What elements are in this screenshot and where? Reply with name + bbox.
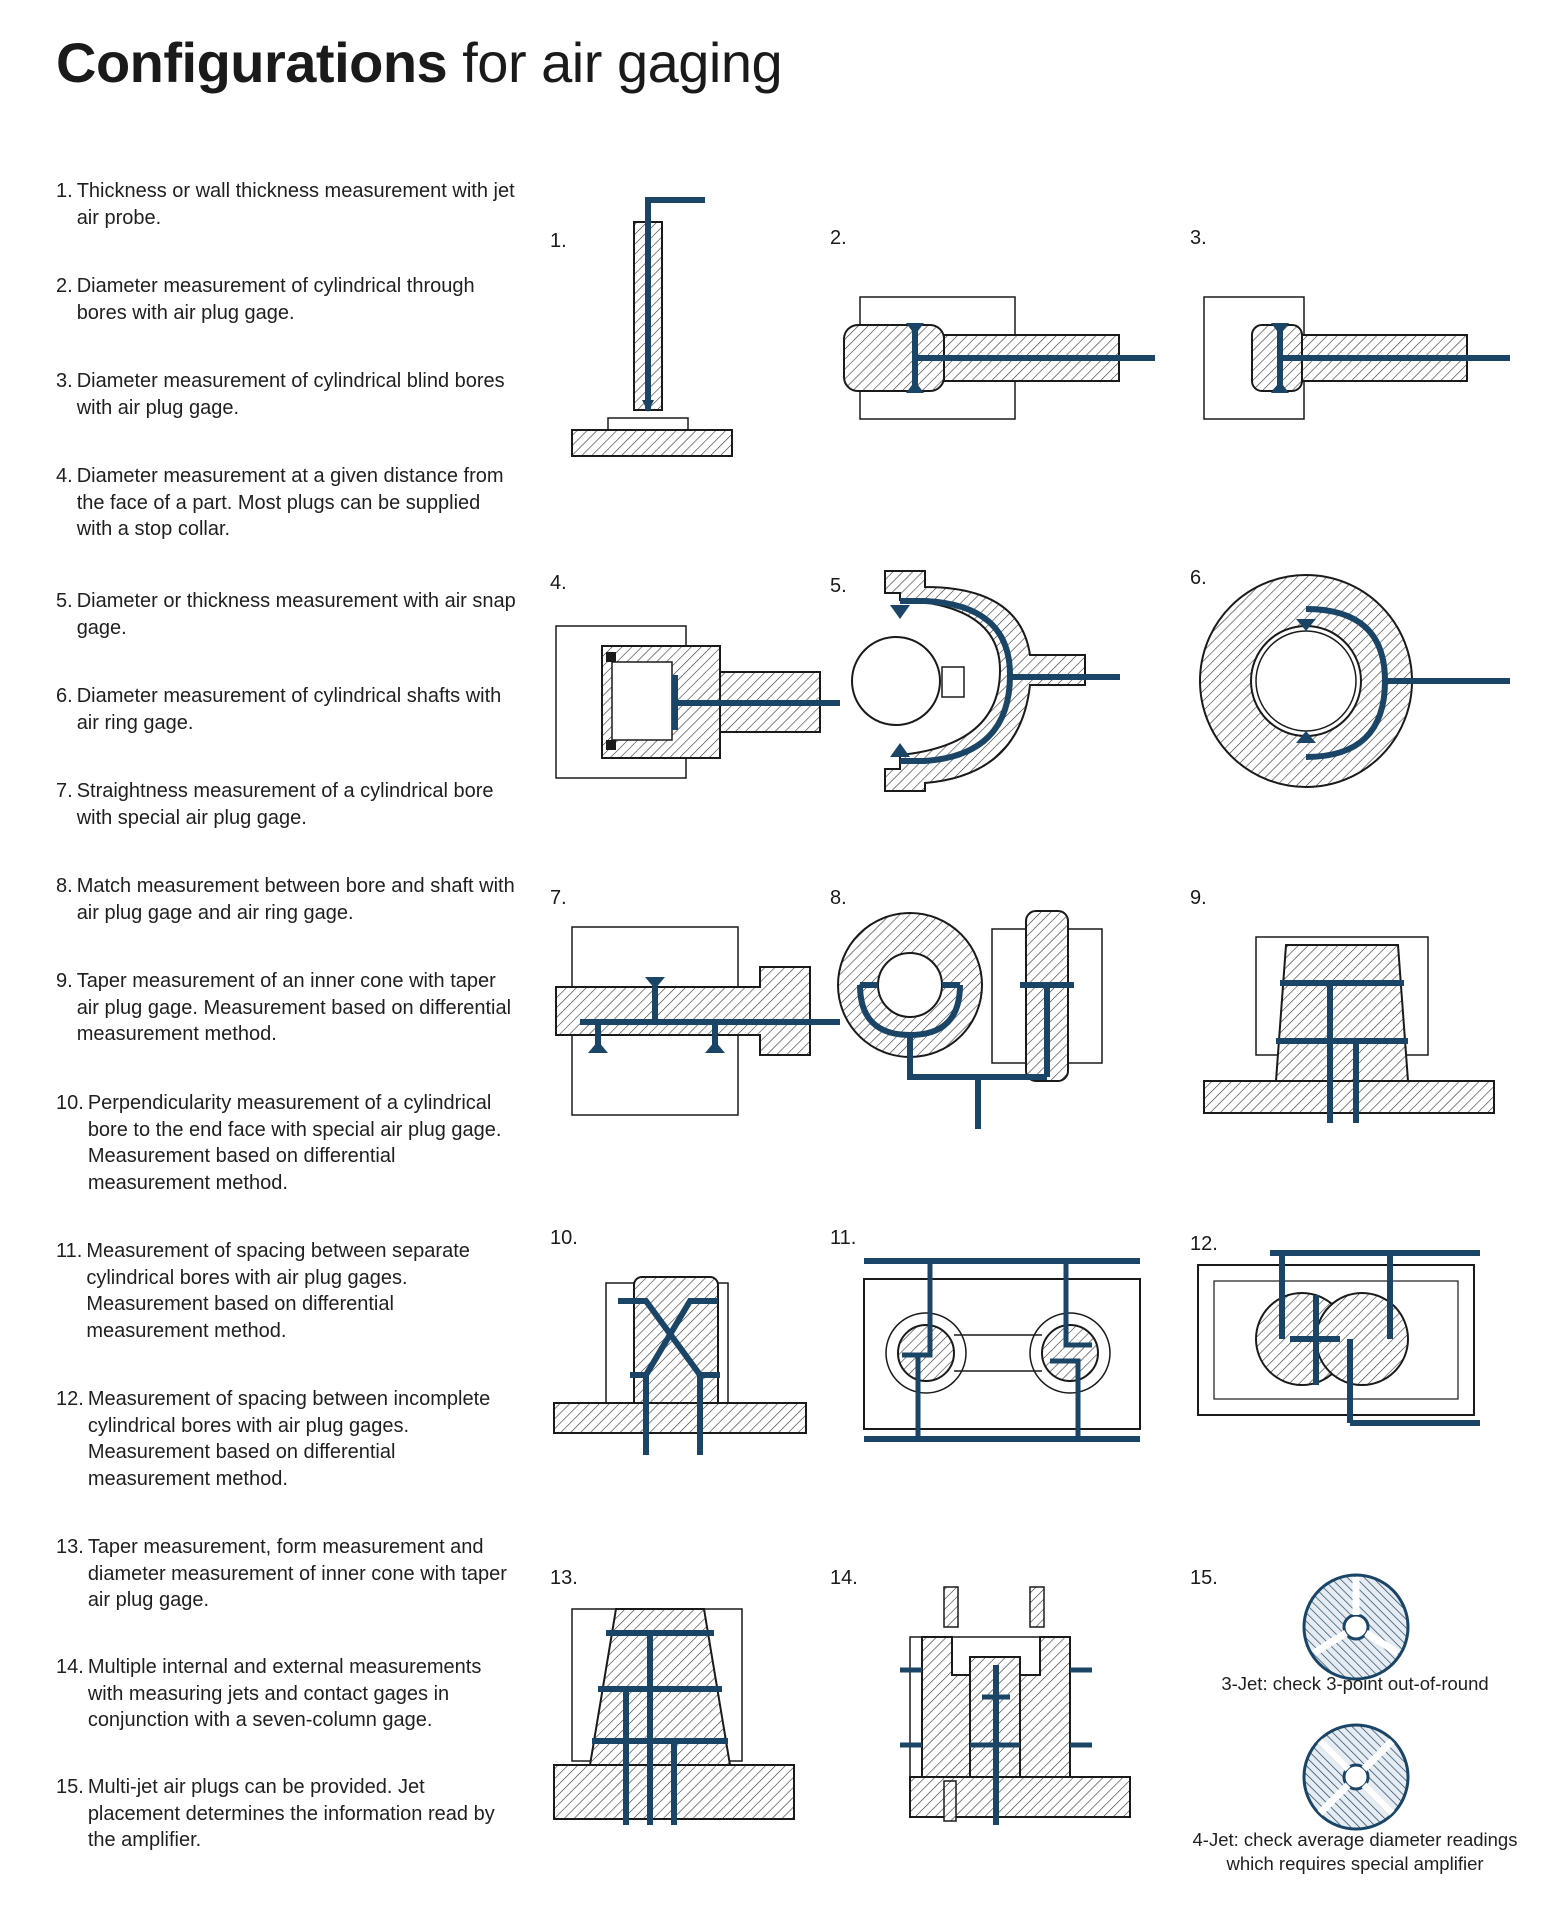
taper-form-plug-diagram <box>553 1608 795 1825</box>
description-number: 3. <box>56 370 73 392</box>
description-text: Thickness or wall thickness measurement … <box>76 180 515 229</box>
description-number: 7. <box>56 780 73 802</box>
page-title: Configurations for air gaging <box>56 30 783 95</box>
description-number: 9. <box>56 970 73 992</box>
description-text: Diameter measurement of cylindrical shaf… <box>76 685 502 734</box>
figure-7: 7. <box>550 885 880 1185</box>
description-text: Taper measurement of an inner cone with … <box>76 970 512 1045</box>
figure-5: 5. <box>830 565 1160 865</box>
figure-number: 4. <box>550 572 567 594</box>
figure-number: 3. <box>1190 227 1207 249</box>
figure-14: 14. <box>830 1565 1160 1865</box>
description-text: Match measurement between bore and shaft… <box>76 875 515 924</box>
figure-number: 11. <box>830 1227 857 1249</box>
description-text: Straightness measurement of a cylindrica… <box>76 780 494 829</box>
figure-number: 5. <box>830 575 847 597</box>
figure-3: 3. <box>1190 225 1520 525</box>
figure-number: 1. <box>550 230 567 252</box>
stop-collar-plug-diagram <box>555 625 840 779</box>
description-number: 6. <box>56 685 73 707</box>
figure-number: 2. <box>830 227 847 249</box>
three-jet-caption: 3-Jet: check 3-point out-of-round <box>1221 1673 1489 1694</box>
match-measurement-diagram <box>837 910 1103 1129</box>
figure-number: 7. <box>550 887 567 909</box>
description-item-12: 12.Measurement of spacing between incomp… <box>56 1386 516 1492</box>
four-jet-caption: 4-Jet: check average diameter readings w… <box>1192 1829 1518 1874</box>
description-item-8: 8.Match measurement between bore and sha… <box>56 873 516 926</box>
description-text: Multiple internal and external measureme… <box>87 1656 482 1731</box>
description-item-3: 3.Diameter measurement of cylindrical bl… <box>56 368 516 421</box>
description-text: Measurement of spacing between separate … <box>86 1240 470 1342</box>
description-item-5: 5.Diameter or thickness measurement with… <box>56 588 516 641</box>
description-text: Taper measurement, form measurement and … <box>87 1536 507 1611</box>
separate-bores-spacing-diagram <box>863 1258 1141 1442</box>
figure-12: 12. <box>1190 1225 1520 1525</box>
multiple-measurements-diagram <box>900 1586 1131 1825</box>
figure-number: 14. <box>830 1567 858 1589</box>
straightness-plug-diagram <box>555 926 840 1116</box>
figure-number: 8. <box>830 887 847 909</box>
figure-9: 9. <box>1190 885 1520 1185</box>
description-item-9: 9.Taper measurement of an inner cone wit… <box>56 968 516 1048</box>
perpendicularity-plug-diagram <box>553 1276 807 1455</box>
description-number: 15. <box>56 1776 84 1798</box>
description-number: 8. <box>56 875 73 897</box>
description-item-14: 14.Multiple internal and external measur… <box>56 1654 516 1734</box>
figure-number: 9. <box>1190 887 1207 909</box>
figure-11: 11. <box>830 1225 1160 1525</box>
description-number: 10. <box>56 1092 84 1114</box>
figure-number: 12. <box>1190 1233 1218 1255</box>
description-text: Diameter measurement of cylindrical thro… <box>76 275 475 324</box>
figure-4: 4. <box>550 570 880 870</box>
description-number: 1. <box>56 180 73 202</box>
figure-6: 6. <box>1190 565 1520 865</box>
figure-number: 6. <box>1190 567 1207 589</box>
figure-number: 15. <box>1190 1567 1218 1589</box>
description-item-2: 2.Diameter measurement of cylindrical th… <box>56 273 516 326</box>
description-text: Measurement of spacing between incomplet… <box>87 1388 491 1490</box>
description-number: 14. <box>56 1656 84 1678</box>
description-item-7: 7.Straightness measurement of a cylindri… <box>56 778 516 831</box>
description-item-15: 15.Multi-jet air plugs can be provided. … <box>56 1774 516 1854</box>
figure-15: 15. <box>1190 1565 1530 1875</box>
description-item-6: 6.Diameter measurement of cylindrical sh… <box>56 683 516 736</box>
jet-air-probe-diagram <box>571 197 733 457</box>
description-item-10: 10.Perpendicularity measurement of a cyl… <box>56 1090 516 1196</box>
figure-8: 8. <box>830 885 1160 1185</box>
description-number: 13. <box>56 1536 84 1558</box>
description-text: Diameter or thickness measurement with a… <box>76 590 516 639</box>
ring-gage-diagram <box>1199 574 1510 788</box>
figure-2: 2. <box>830 225 1160 525</box>
description-number: 11. <box>56 1240 83 1262</box>
four-jet-plug <box>1302 1723 1410 1831</box>
taper-plug-diagram <box>1203 936 1495 1123</box>
multi-jet-plugs-diagram <box>1302 1573 1410 1831</box>
snap-gage-diagram <box>851 570 1120 792</box>
figure-number: 13. <box>550 1567 578 1589</box>
through-bore-plug-diagram <box>843 296 1155 420</box>
description-number: 2. <box>56 275 73 297</box>
description-number: 5. <box>56 590 73 612</box>
description-number: 12. <box>56 1388 84 1410</box>
incomplete-bores-spacing-diagram <box>1197 1250 1480 1426</box>
three-jet-plug <box>1302 1573 1410 1681</box>
description-text: Diameter measurement of cylindrical blin… <box>76 370 505 419</box>
page-title-bold: Configurations <box>56 31 448 94</box>
description-text: Multi-jet air plugs can be provided. Jet… <box>87 1776 495 1851</box>
description-number: 4. <box>56 465 73 487</box>
description-item-11: 11.Measurement of spacing between separa… <box>56 1238 516 1344</box>
description-item-1: 1.Thickness or wall thickness measuremen… <box>56 178 516 231</box>
description-item-13: 13.Taper measurement, form measurement a… <box>56 1534 516 1614</box>
description-text: Diameter measurement at a given distance… <box>76 465 504 540</box>
figure-10: 10. <box>550 1225 880 1525</box>
figure-number: 10. <box>550 1227 578 1249</box>
description-item-4: 4.Diameter measurement at a given distan… <box>56 463 516 543</box>
figure-13: 13. <box>550 1565 880 1865</box>
page-title-regular: for air gaging <box>447 31 783 94</box>
blind-bore-plug-diagram <box>1203 296 1510 420</box>
figure-1: 1. <box>550 190 880 490</box>
description-text: Perpendicularity measurement of a cylind… <box>87 1092 502 1194</box>
